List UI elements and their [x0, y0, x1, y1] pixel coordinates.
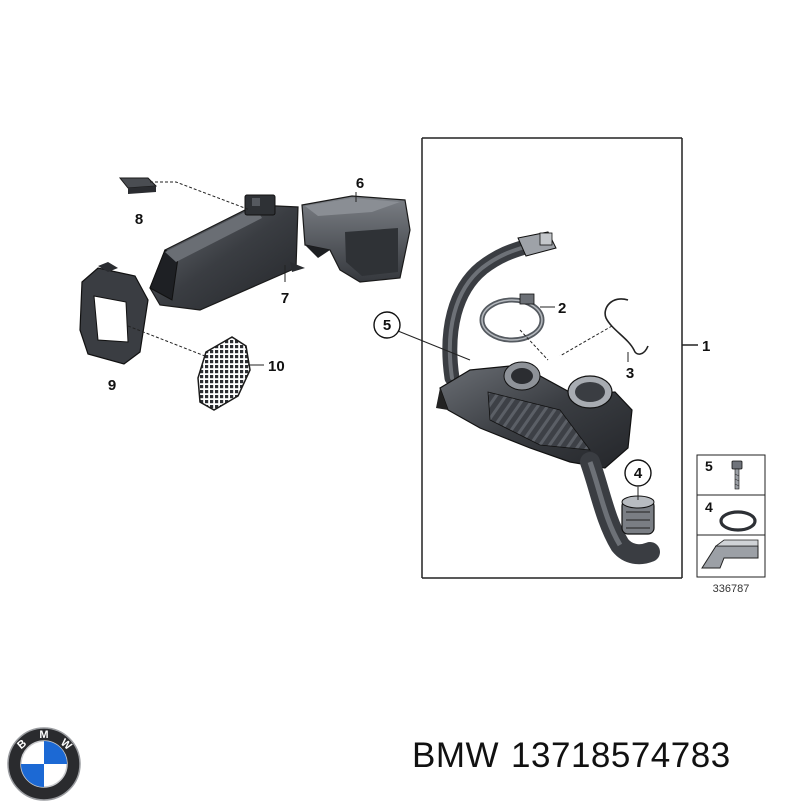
- part-2-hose-clamp: [479, 293, 545, 343]
- callout-7: 7: [281, 290, 289, 307]
- callout-10: 10: [268, 358, 285, 375]
- part-8-cap: [118, 177, 158, 194]
- part-7-intake-duct: [149, 194, 305, 311]
- diagram-reference-code: 336787: [713, 583, 750, 595]
- legend-label-oring: 4: [705, 499, 713, 515]
- callout-4-circled: 4: [624, 459, 652, 487]
- part-1-intake-hose-assembly: [436, 231, 660, 565]
- bmw-logo: B M W: [7, 727, 81, 801]
- legend-bolt: 5: [705, 458, 743, 490]
- callout-4: 4: [634, 465, 643, 482]
- logo-letter-m: M: [39, 729, 48, 741]
- leader-lines: [127, 181, 639, 500]
- legend-label-bolt: 5: [705, 458, 713, 474]
- callout-6: 6: [356, 175, 364, 192]
- callout-1: 1: [702, 338, 710, 355]
- part-10-mesh-grille: [197, 336, 251, 411]
- callout-9: 9: [108, 377, 116, 394]
- callout-5-circled: 5: [373, 311, 401, 339]
- part-6-elbow-duct: [301, 195, 411, 283]
- legend-arrow-icon: [701, 539, 759, 569]
- callout-2: 2: [558, 300, 566, 317]
- part-9-seal-frame: [79, 262, 149, 365]
- legend-o-ring: 4: [705, 499, 757, 532]
- callout-8: 8: [135, 211, 143, 228]
- assembly-frame: [421, 137, 698, 579]
- callout-3: 3: [626, 365, 634, 382]
- callout-5: 5: [383, 317, 391, 334]
- part-number: 13718574783: [511, 736, 731, 775]
- brand-name: BMW: [412, 736, 500, 775]
- part-3-spring-clip: [604, 298, 649, 355]
- legend-box: 5 4: [696, 454, 766, 578]
- brand-part-number: BMW 13718574783: [412, 736, 792, 776]
